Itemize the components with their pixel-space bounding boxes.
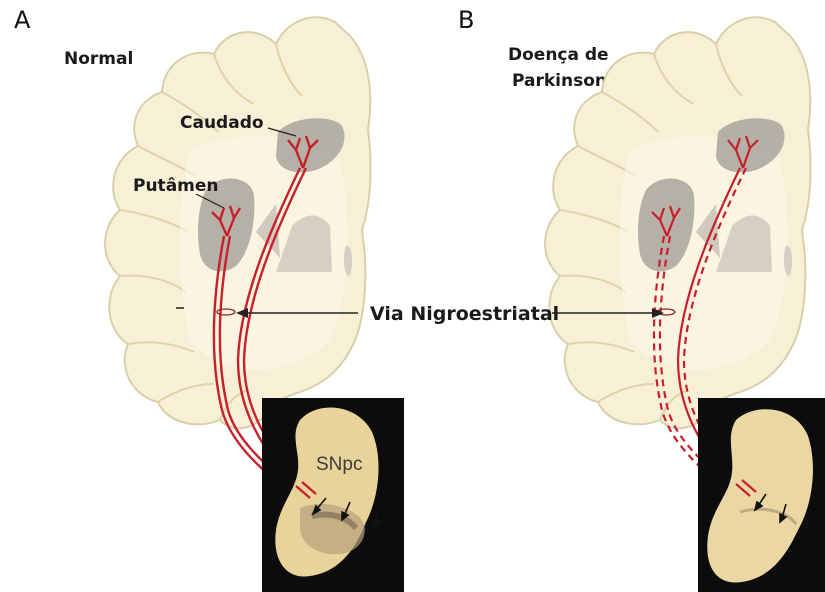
putamen-label: Putâmen — [133, 176, 219, 196]
snpc-label-a: SNpc — [316, 454, 362, 475]
panel-a: A Normal Caudado Putâmen — [14, 6, 404, 592]
panel-letter-b: B — [458, 6, 474, 34]
panel-b-title-line2: Parkinson — [512, 71, 607, 91]
panel-letter-a: A — [14, 6, 31, 34]
panel-b-title-line1: Doença de — [508, 45, 609, 65]
panel-b: B Doença de Parkinson — [458, 6, 825, 592]
midbrain-photo-normal: SNpc — [262, 398, 404, 592]
midbrain-photo-parkinson — [698, 398, 825, 592]
pathway-label: Via Nigroestriatal — [370, 303, 559, 325]
caudate-label: Caudado — [180, 113, 264, 133]
panel-a-title: Normal — [64, 49, 133, 69]
